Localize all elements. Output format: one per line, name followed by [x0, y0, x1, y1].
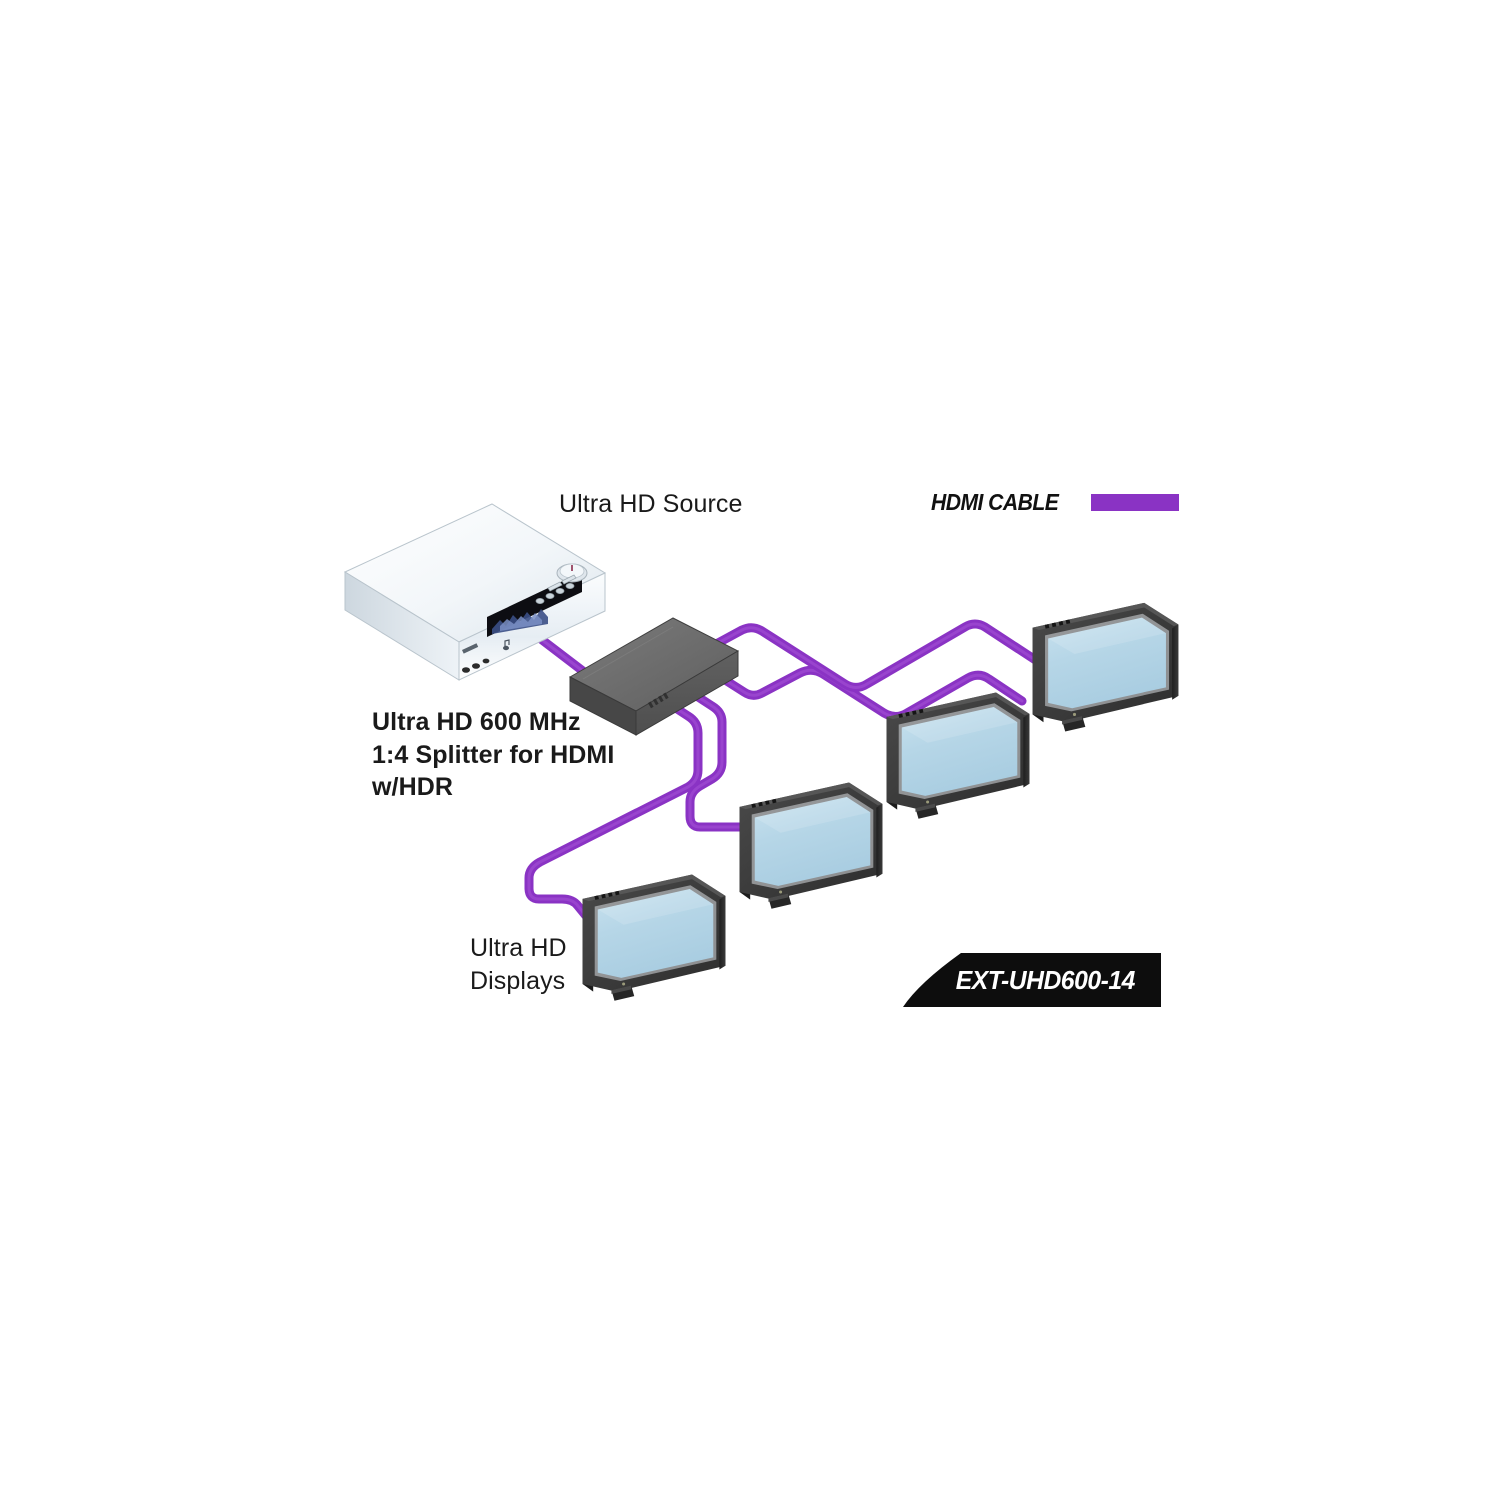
legend-label: HDMI CABLE — [931, 489, 1059, 515]
model-badge: EXT-UHD600-14 — [903, 953, 1161, 1007]
splitter-label-line1: Ultra HD 600 MHz — [372, 708, 581, 736]
legend-color-swatch — [1091, 494, 1180, 511]
splitter-label: Ultra HD 600 MHz 1:4 Splitter for HDMI w/H… — [372, 706, 614, 804]
model-badge-text: EXT-UHD600-14 — [955, 964, 1136, 995]
hdmi-cable-group — [511, 615, 1045, 933]
ultra-hd-display-4 — [582, 874, 726, 1001]
splitter-label-line2: 1:4 Splitter for HDMI — [372, 740, 615, 769]
ultra-hd-display-3 — [739, 782, 883, 909]
ultra-hd-display-1 — [1032, 602, 1179, 732]
hdmi-splitter-device — [568, 617, 740, 736]
model-badge-shape — [903, 953, 1161, 1007]
source-label: Ultra HD Source — [559, 490, 743, 518]
displays-label-line2: Displays — [470, 966, 566, 995]
ultra-hd-source-device — [343, 503, 607, 681]
splitter-label-line3: w/HDR — [372, 773, 454, 801]
displays-label-line1: Ultra HD — [470, 934, 567, 962]
displays-label: Ultra HD Displays — [470, 932, 567, 997]
hdmi-cable-legend: HDMI CABLE — [931, 489, 1180, 516]
